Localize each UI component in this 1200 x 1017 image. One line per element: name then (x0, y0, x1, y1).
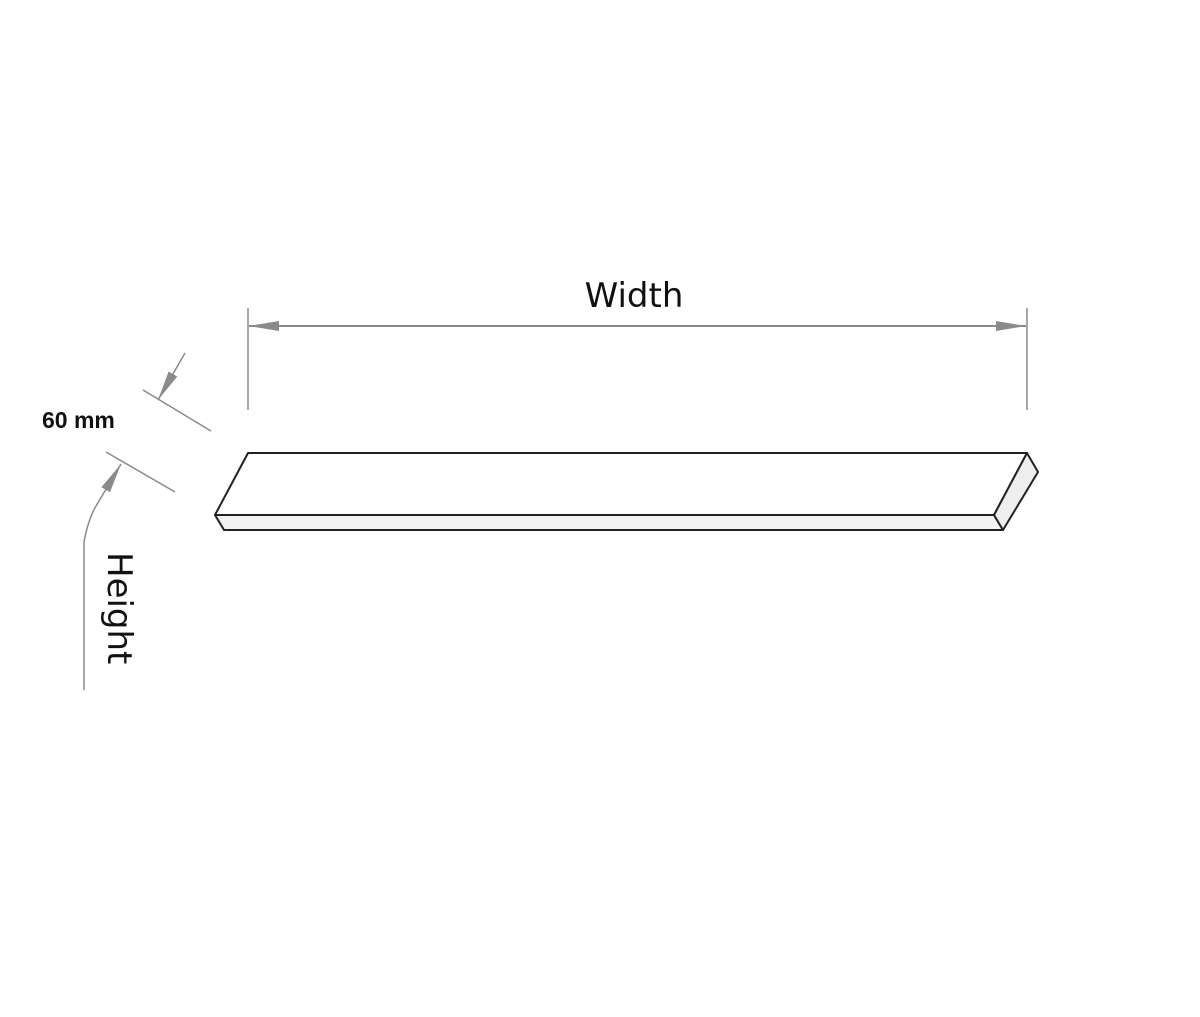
board-front-face (214, 514, 1004, 531)
depth-extension-line-front (105, 451, 176, 493)
height-label: Height (99, 552, 139, 664)
board-end-face (993, 452, 1039, 531)
depth-dimension: 60 mm (42, 352, 212, 690)
width-label: Width (585, 276, 684, 316)
board (214, 452, 1039, 531)
depth-arrow-bottom (83, 463, 122, 690)
width-dimension: Width (247, 276, 1028, 410)
depth-arrow-top (157, 352, 186, 401)
depth-extension-line-back (142, 389, 212, 432)
board-top-face (214, 452, 1028, 516)
depth-label: 60 mm (42, 407, 115, 433)
